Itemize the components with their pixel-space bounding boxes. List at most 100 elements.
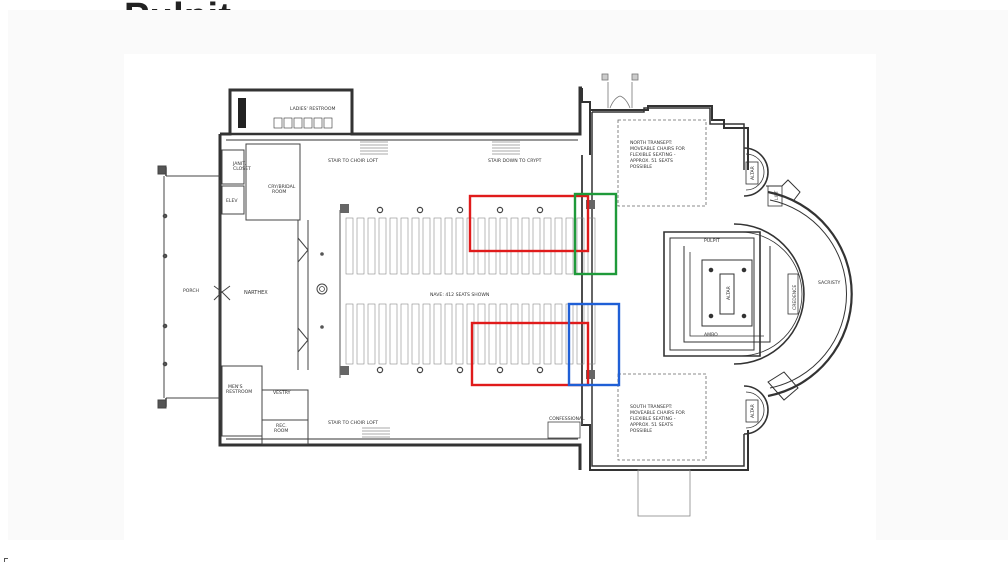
stair-choir-bottom-label: STAIR TO CHOIR LOFT — [328, 420, 378, 426]
svg-text:NORTH TRANSEPT:: NORTH TRANSEPT: — [630, 140, 673, 146]
pew — [345, 217, 354, 275]
rec-room-label-1: REC. — [276, 423, 287, 429]
stair-choir-top-label: STAIR TO CHOIR LOFT — [328, 158, 378, 164]
south-transept-area — [617, 373, 707, 461]
pew — [488, 303, 497, 365]
vestry-label: VESTRY — [273, 390, 291, 396]
pew — [345, 303, 354, 365]
nave-column — [416, 366, 424, 374]
altar-label: ALTAR — [726, 285, 732, 300]
narthex — [213, 143, 309, 445]
svg-text:MOVEABLE CHAIRS FOR: MOVEABLE CHAIRS FOR — [630, 146, 686, 152]
south-entry — [637, 469, 691, 517]
corner-mark — [4, 558, 8, 562]
svg-text:SOUTH TRANSEPT:: SOUTH TRANSEPT: — [630, 404, 673, 410]
altar-north-label: ALTAR — [750, 165, 756, 180]
nave-column — [456, 366, 464, 374]
pew — [411, 303, 420, 365]
nave-column — [376, 206, 384, 214]
pew — [543, 303, 552, 365]
pew — [433, 303, 442, 365]
mens-restroom-label-2: RESTROOM — [226, 389, 252, 395]
pew — [444, 217, 453, 275]
cry-room-label-2: ROOM — [272, 189, 286, 195]
pew — [510, 303, 519, 365]
pew — [455, 217, 464, 275]
ladies-restroom-fixtures — [273, 117, 333, 129]
svg-text:FLEXIBLE SEATING -: FLEXIBLE SEATING - — [630, 152, 676, 158]
pew — [411, 217, 420, 275]
highlight-box-red-south — [470, 321, 590, 387]
svg-text:MOVEABLE CHAIRS FOR: MOVEABLE CHAIRS FOR — [630, 410, 686, 416]
pew — [565, 217, 574, 275]
pew — [532, 303, 541, 365]
elev-label: ELEV — [226, 198, 238, 204]
nave-columns — [376, 206, 544, 374]
porch-label: PORCH — [183, 288, 199, 294]
stair-down-label: STAIR DOWN TO CRYPT — [488, 158, 542, 164]
pew — [422, 303, 431, 365]
north-transept-text: NORTH TRANSEPT: MOVEABLE CHAIRS FOR FLEX… — [630, 140, 686, 170]
svg-text:POSSIBLE: POSSIBLE — [630, 428, 652, 434]
pew — [488, 217, 497, 275]
highlight-box-green-north — [573, 192, 618, 276]
nave-column — [536, 366, 544, 374]
pew — [367, 303, 376, 365]
pew — [389, 303, 398, 365]
pew — [543, 217, 552, 275]
pew — [466, 303, 475, 365]
font-icon — [316, 283, 328, 295]
floor-plan-panel: PORCH LADIES' RESTROOM JANIT. CLOSET CRY… — [8, 10, 1008, 540]
north-entry — [601, 73, 639, 109]
pew — [389, 217, 398, 275]
mens-restroom-label-1: MEN'S — [228, 384, 243, 390]
cry-room-label-1: CRY/BRIDAL — [268, 184, 296, 190]
svg-text:APPROX. 51 SEATS: APPROX. 51 SEATS — [630, 422, 673, 428]
pew — [400, 217, 409, 275]
pew — [554, 303, 563, 365]
pews-south — [345, 303, 596, 365]
pew — [400, 303, 409, 365]
sacristy — [766, 179, 853, 401]
highlight-box-red-north — [468, 194, 590, 253]
pew — [356, 217, 365, 275]
pew — [554, 217, 563, 275]
pew — [422, 217, 431, 275]
pew — [510, 217, 519, 275]
sacristy-label: SACRISTY — [818, 280, 841, 286]
nave-column — [536, 206, 544, 214]
north-transept-area — [617, 119, 707, 207]
highlight-box-blue-south — [567, 302, 621, 387]
pew — [521, 217, 530, 275]
stairs — [360, 141, 520, 438]
nave-column — [496, 366, 504, 374]
pew — [532, 217, 541, 275]
svg-text:FLEXIBLE SEATING -: FLEXIBLE SEATING - — [630, 416, 676, 422]
nave-column — [376, 366, 384, 374]
pulpit-label: PULPIT — [704, 238, 720, 244]
chancel — [663, 223, 805, 365]
pew — [444, 303, 453, 365]
pew — [499, 217, 508, 275]
svg-text:APPROX. 51 SEATS: APPROX. 51 SEATS — [630, 158, 673, 164]
pew — [378, 303, 387, 365]
plan-sheet — [124, 54, 876, 540]
ambo-label: AMBO — [704, 332, 718, 338]
svg-text:POSSIBLE: POSSIBLE — [630, 164, 652, 170]
nave-column — [456, 206, 464, 214]
church-floor-plan: PORCH LADIES' RESTROOM JANIT. CLOSET CRY… — [124, 54, 876, 540]
janitor-label-1: JANIT. — [232, 161, 246, 167]
narthex-label: NARTHEX — [244, 290, 268, 296]
south-transept-text: SOUTH TRANSEPT: MOVEABLE CHAIRS FOR FLEX… — [630, 404, 686, 434]
ladies-restroom-label: LADIES' RESTROOM — [290, 106, 335, 112]
pew — [521, 303, 530, 365]
rec-room-label-2: ROOM — [274, 428, 288, 434]
nave-label: NAVE: 412 SEATS SHOWN — [430, 292, 489, 298]
pew — [477, 217, 486, 275]
janitor-label-2: CLOSET — [233, 166, 251, 172]
nave-column — [496, 206, 504, 214]
pew — [433, 217, 442, 275]
porch — [157, 165, 221, 420]
pew — [356, 303, 365, 365]
pew — [455, 303, 464, 365]
